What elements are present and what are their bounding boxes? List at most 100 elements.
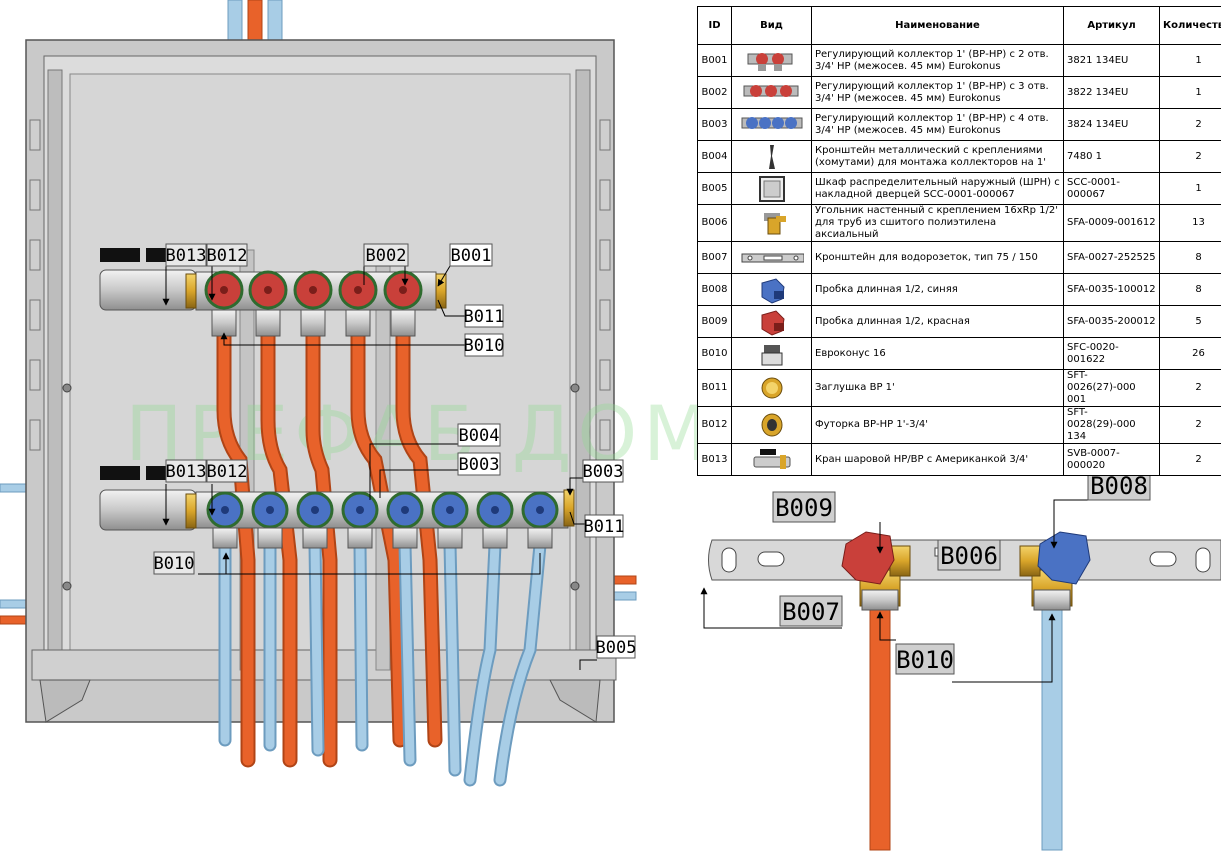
table-row: B001 Регулирующий коллектор 1' (ВР-НР) с …: [697, 44, 1221, 77]
cell-name: Кронштейн металлический с креплениями (х…: [811, 140, 1064, 173]
cell-id: B008: [697, 273, 732, 306]
table-row: B002 Регулирующий коллектор 1' (ВР-НР) с …: [697, 76, 1221, 109]
cell-name: Евроконус 16: [811, 337, 1064, 370]
cell-name: Пробка длинная 1/2, красная: [811, 305, 1064, 338]
cell-article: 3822 134EU: [1063, 76, 1160, 109]
cell-view: [731, 76, 812, 109]
cell-qty: 8: [1159, 241, 1221, 274]
callout-bot-b003-right: B003: [583, 462, 624, 482]
cell-name: Регулирующий коллектор 1' (ВР-НР) с 2 от…: [811, 44, 1064, 77]
cell-view: [731, 241, 812, 274]
header-article: Артикул: [1063, 6, 1160, 45]
manifold-2-icon: [747, 52, 792, 71]
cell-name: Футорка ВР-НР 1'-3/4': [811, 406, 1064, 444]
header-view: Вид: [731, 6, 812, 45]
cell-id: B001: [697, 44, 732, 77]
cell-view: [731, 273, 812, 306]
callout-detail-b010: B010: [896, 646, 954, 674]
cabinet-icon: [758, 175, 785, 202]
cell-name: Угольник настенный с креплением 16xRp 1/…: [811, 204, 1064, 242]
cell-name: Кран шаровой НР/ВР с Американкой 3/4': [811, 443, 1064, 476]
callout-top-b001: B001: [451, 246, 492, 266]
cell-view: [731, 443, 812, 476]
cell-qty: 2: [1159, 108, 1221, 141]
cell-view: [731, 44, 812, 77]
table-row: B013 Кран шаровой НР/ВР с Американкой 3/4…: [697, 443, 1221, 476]
cell-article: SFA-0009-001612: [1063, 204, 1160, 242]
callout-top-b011: B011: [464, 307, 505, 327]
table-header-row: ID Вид Наименование Артикул Количеств: [697, 6, 1221, 45]
callout-top-b002: B002: [366, 246, 407, 266]
callout-detail-b009: B009: [775, 494, 833, 522]
cell-id: B010: [697, 337, 732, 370]
cell-name: Регулирующий коллектор 1' (ВР-НР) с 3 от…: [811, 76, 1064, 109]
manifold-4-icon: [741, 116, 802, 129]
eurocone-icon: [761, 344, 782, 365]
table-row: B004 Кронштейн металлический с креплениям…: [697, 140, 1221, 173]
socket-bracket-icon: [741, 253, 804, 262]
leader-lines-left: [162, 265, 597, 670]
cell-article: SCC-0001-000067: [1063, 172, 1160, 205]
cell-article: SFT-0028(29)-000 134: [1063, 406, 1160, 444]
callout-top-b010: B010: [464, 336, 505, 356]
callout-detail-b008: B008: [1090, 472, 1148, 500]
cell-qty: 1: [1159, 172, 1221, 205]
callout-bot-b003-mid: B003: [459, 455, 500, 475]
cell-article: SVB-0007-000020: [1063, 443, 1160, 476]
cell-article: SFA-0027-252525: [1063, 241, 1160, 274]
cell-id: B004: [697, 140, 732, 173]
end-cap-icon: [761, 377, 782, 399]
cell-article: 7480 1: [1063, 140, 1160, 173]
cell-article: SFA-0035-200012: [1063, 305, 1160, 338]
top-manifold-pipes: [216, 327, 443, 768]
cell-id: B009: [697, 305, 732, 338]
cell-id: B012: [697, 406, 732, 444]
cell-view: [731, 108, 812, 141]
ball-valve-icon: [753, 448, 790, 469]
cell-article: SFT-0026(27)-000 001: [1063, 369, 1160, 407]
callout-bot-b011: B011: [584, 517, 625, 537]
bracket-icon: [768, 144, 775, 169]
cell-article: 3824 134EU: [1063, 108, 1160, 141]
cell-name: Шкаф распределительный наружный (ШРН) с …: [811, 172, 1064, 205]
cell-view: [731, 140, 812, 173]
cell-qty: 1: [1159, 44, 1221, 77]
header-id: ID: [697, 6, 732, 45]
callouts-left: B013 B012 B002 B001 B011 B010 B004 B003 …: [153, 243, 637, 659]
cell-id: B003: [697, 108, 732, 141]
cell-view: [731, 204, 812, 242]
callout-b005: B005: [596, 638, 637, 658]
wall-socket-detail: B009 B008 B006 B007 B010: [700, 469, 1221, 851]
callout-detail-b007: B007: [782, 598, 840, 626]
cell-view: [731, 406, 812, 444]
cell-qty: 2: [1159, 369, 1221, 407]
table-row: B005 Шкаф распределительный наружный (ШРН…: [697, 172, 1221, 205]
callout-bot-b012: B012: [207, 462, 248, 482]
cell-qty: 26: [1159, 337, 1221, 370]
bottom-manifold-b003: [99, 466, 575, 549]
header-qty: Количеств: [1159, 6, 1221, 45]
bottom-manifold-pipes: [218, 538, 547, 787]
cell-article: SFA-0035-100012: [1063, 273, 1160, 306]
cell-id: B013: [697, 443, 732, 476]
cell-qty: 2: [1159, 140, 1221, 173]
callout-b004: B004: [459, 426, 500, 446]
wall-elbow-icon: [763, 213, 786, 235]
plug-red-icon: [761, 309, 785, 336]
cell-id: B005: [697, 172, 732, 205]
header-name: Наименование: [811, 6, 1064, 45]
cell-id: B007: [697, 241, 732, 274]
callout-top-b013: B013: [166, 246, 207, 266]
table-row: B003 Регулирующий коллектор 1' (ВР-НР) с …: [697, 108, 1221, 141]
cell-name: Пробка длинная 1/2, синяя: [811, 273, 1064, 306]
cell-name: Регулирующий коллектор 1' (ВР-НР) с 4 от…: [811, 108, 1064, 141]
cell-qty: 2: [1159, 406, 1221, 444]
cell-id: B002: [697, 76, 732, 109]
cell-qty: 1: [1159, 76, 1221, 109]
callout-bot-b010: B010: [154, 554, 195, 574]
callout-top-b012: B012: [207, 246, 248, 266]
